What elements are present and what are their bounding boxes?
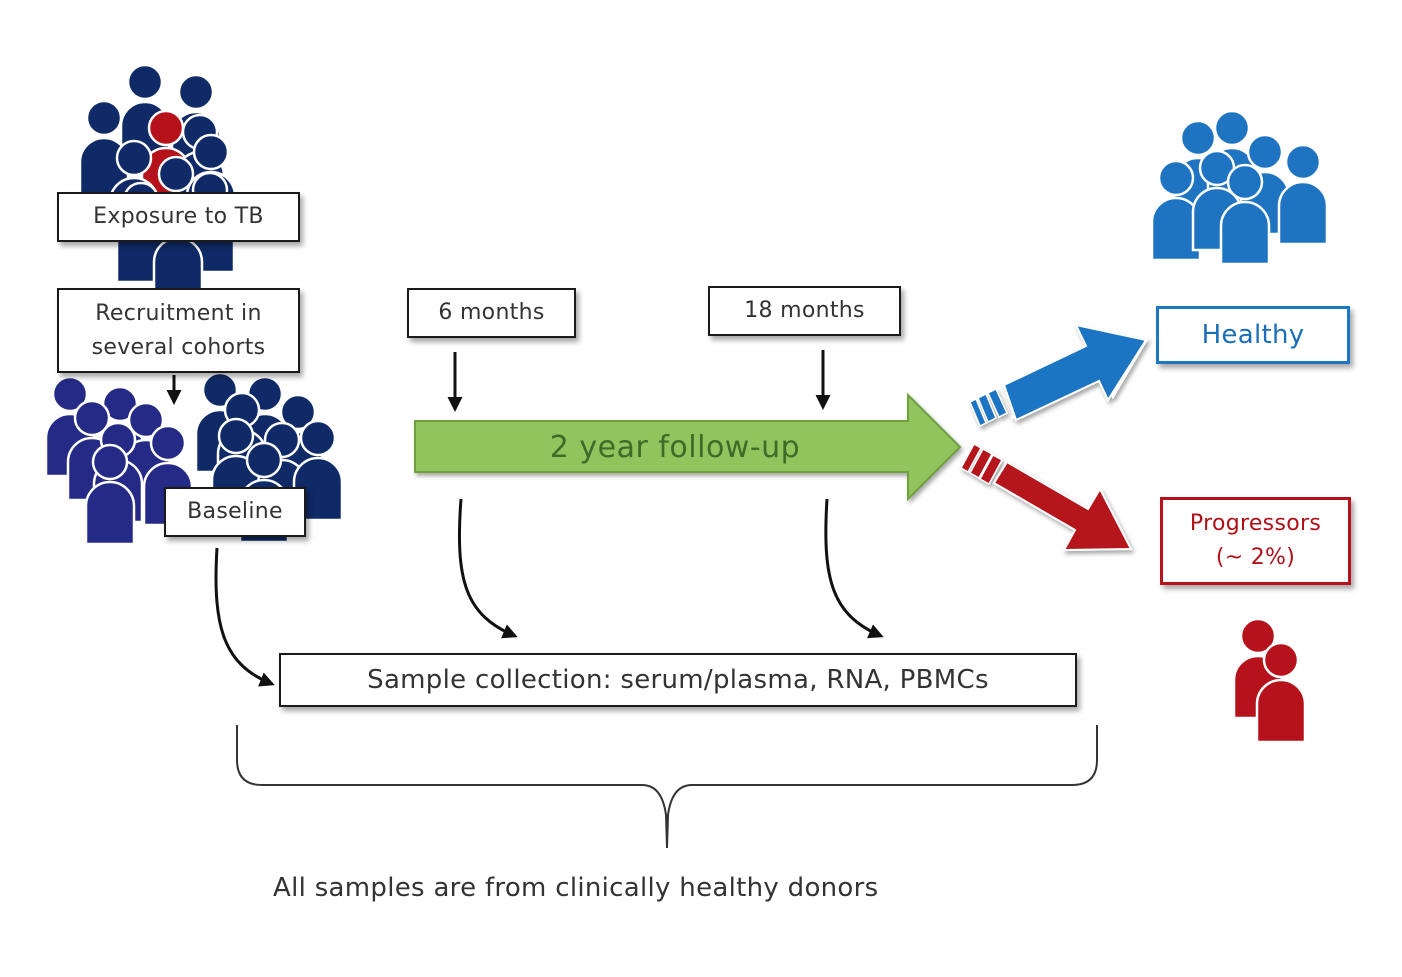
healthy-box: Healthy <box>1156 306 1350 364</box>
healthy-people-group-icon <box>1150 109 1329 266</box>
exposure-people-group-icon <box>78 63 237 302</box>
followup-arrow-icon <box>414 392 962 502</box>
six-months-curve-arrow-icon <box>457 498 518 639</box>
recruitment-label-line2: several cohorts <box>91 334 266 360</box>
person-icon <box>292 419 344 522</box>
followup-label: 2 year follow-up <box>549 429 801 465</box>
progressors-people-group-icon <box>1232 617 1307 744</box>
progressors-block-arrow-icon <box>959 442 1133 552</box>
person-icon <box>1277 143 1329 246</box>
six-months-box: 6 months <box>407 288 576 338</box>
baseline-label: Baseline <box>187 499 283 524</box>
exposure-box: Exposure to TB <box>57 192 300 242</box>
progressors-box: Progressors (~ 2%) <box>1160 497 1351 585</box>
baseline-box: Baseline <box>164 487 306 537</box>
person-icon <box>1219 163 1271 266</box>
footnote-text: All samples are from clinically healthy … <box>273 873 879 903</box>
progressors-label-line1: Progressors <box>1189 511 1322 536</box>
eighteen-months-label: 18 months <box>744 298 865 323</box>
healthy-block-arrow-icon <box>969 323 1150 428</box>
recruitment-box: Recruitment in several cohorts <box>57 288 300 373</box>
person-icon <box>1255 641 1307 744</box>
eighteen-months-curve-arrow-icon <box>824 498 884 639</box>
recruitment-label-line1: Recruitment in <box>95 300 262 326</box>
eighteen-months-box: 18 months <box>708 286 901 336</box>
sample-collection-box: Sample collection: serum/plasma, RNA, PB… <box>279 653 1077 707</box>
healthy-label: Healthy <box>1201 320 1305 350</box>
exposure-label: Exposure to TB <box>93 204 264 229</box>
six-months-label: 6 months <box>438 300 545 325</box>
person-icon <box>84 443 136 546</box>
baseline-curve-arrow-icon <box>214 547 275 687</box>
samples-curly-brace-icon <box>236 725 1098 849</box>
sample-collection-label: Sample collection: serum/plasma, RNA, PB… <box>367 665 989 695</box>
progressors-label-line2: (~ 2%) <box>1215 545 1296 570</box>
person-icon <box>1150 159 1202 262</box>
